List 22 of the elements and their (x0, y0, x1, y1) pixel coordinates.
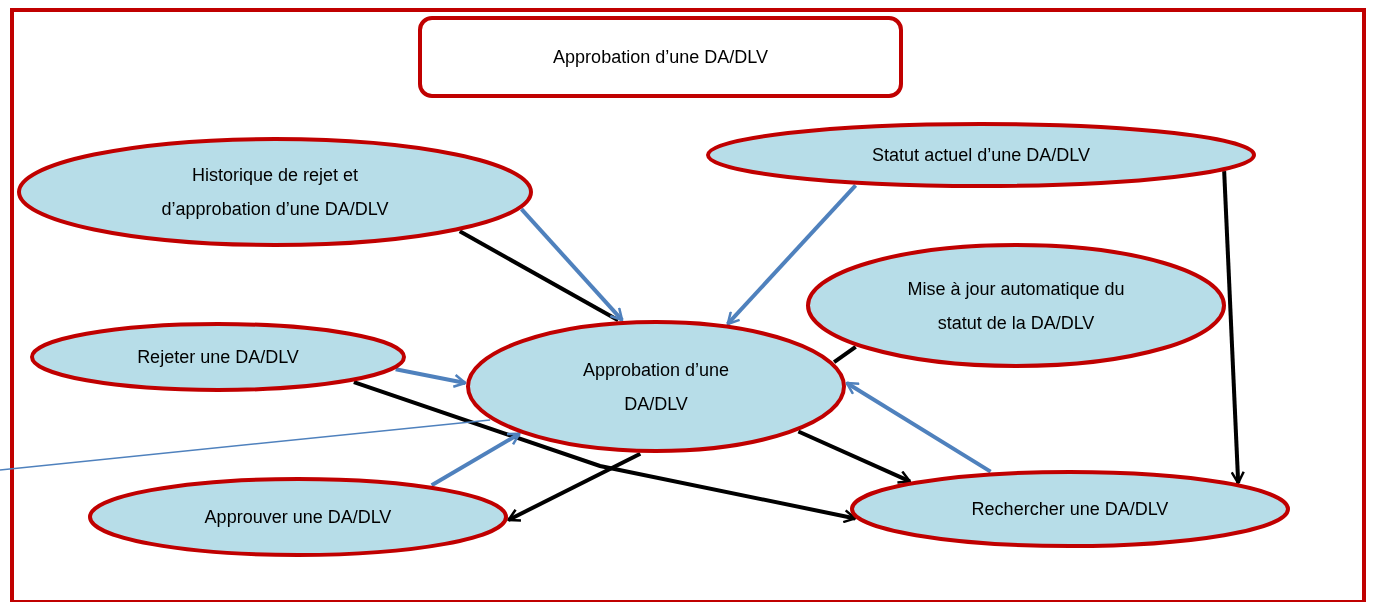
node-label: Approbation d’une DA/DLV (581, 358, 731, 416)
connector-line (0, 419, 491, 471)
arrow (797, 429, 912, 484)
arrow (1222, 171, 1245, 485)
arrow (353, 380, 857, 524)
node-label: Rechercher une DA/DLV (971, 498, 1169, 521)
arrow (845, 381, 992, 474)
arrow (507, 452, 642, 522)
node-label: Mise à jour automatique du statut de la DA/DLV (906, 277, 1126, 335)
node-label: Historique de rejet et d’approbation d’une DA/DLV (160, 164, 390, 221)
connector-line (458, 229, 620, 323)
connector-line (832, 345, 857, 364)
title-box (418, 16, 903, 98)
arrow (430, 432, 521, 487)
arrow (395, 367, 467, 389)
node-label: Statut actuel d’une DA/DLV (872, 144, 1090, 167)
frame-box (10, 8, 1366, 602)
node-label: Approbation d’une DA/DLV (553, 46, 768, 69)
node-label: Approuver une DA/DLV (204, 506, 392, 529)
node-label: Rejeter une DA/DLV (137, 346, 299, 369)
arrow (520, 207, 624, 322)
arrow (726, 183, 858, 326)
